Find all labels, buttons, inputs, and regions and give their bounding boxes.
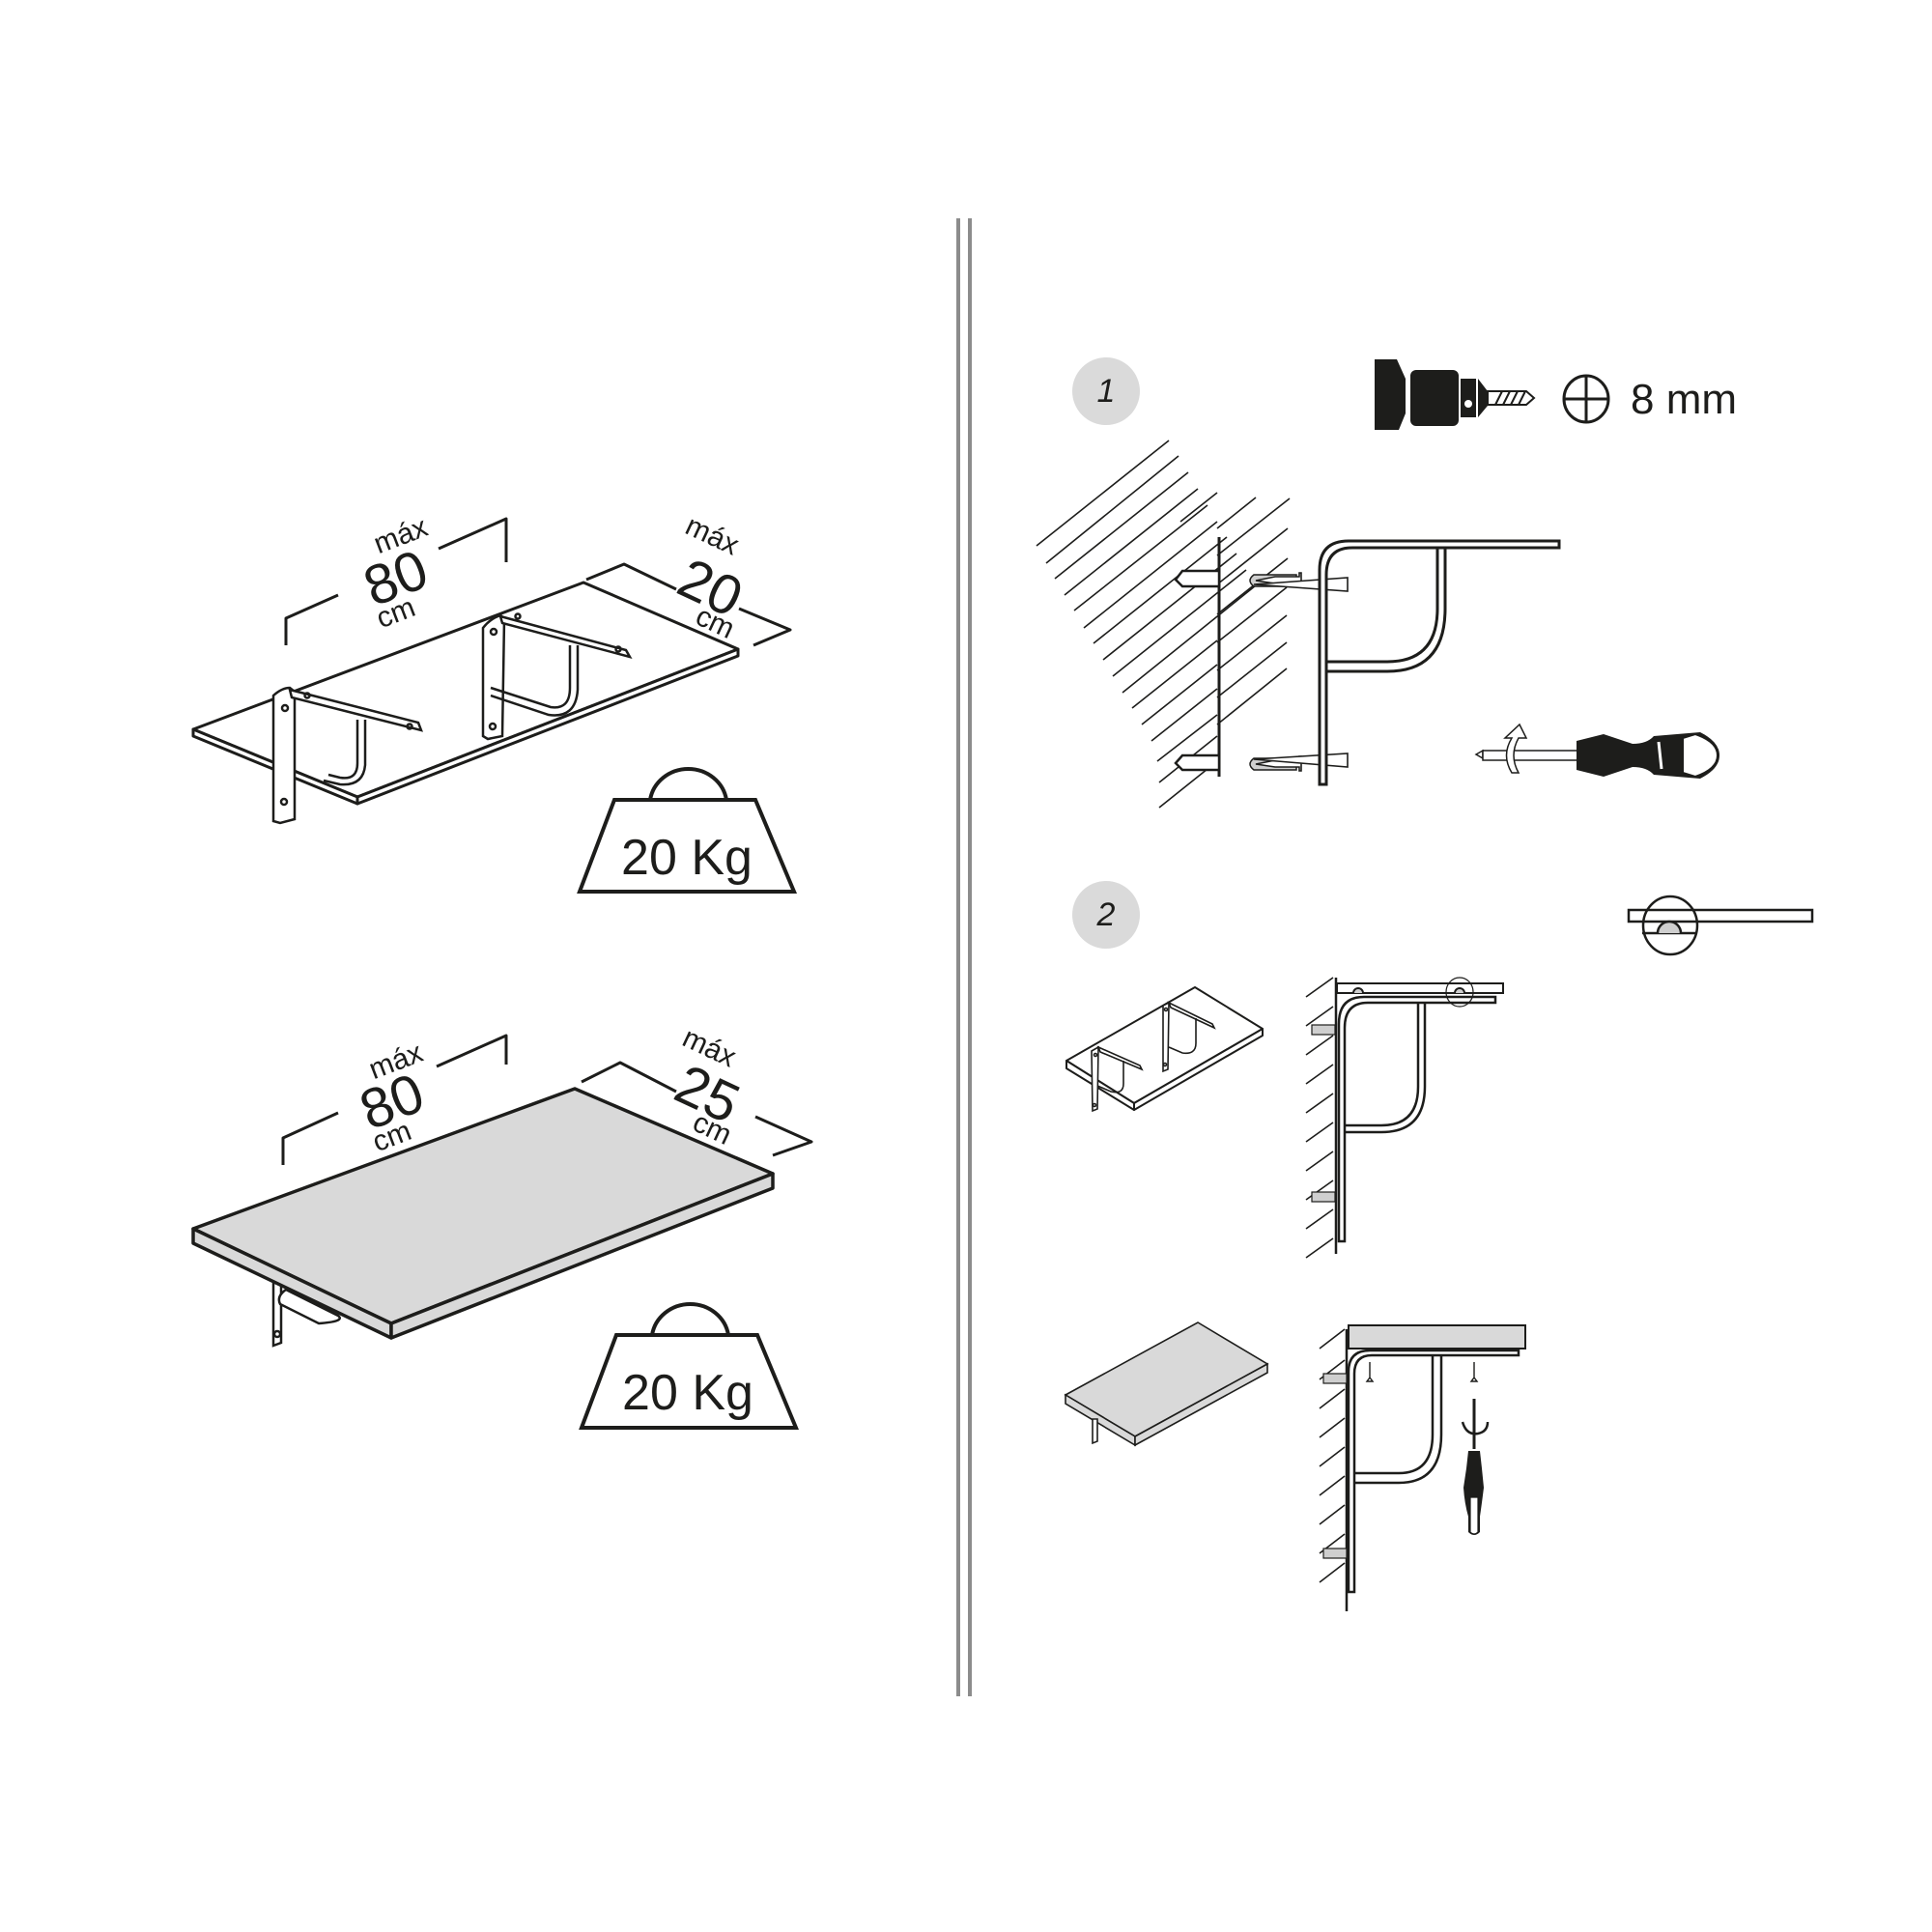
screwdriver-icon <box>1474 723 1719 779</box>
drill-bit-size: 8 mm <box>1631 376 1737 423</box>
load-limit-label: 20 Kg <box>622 1365 753 1421</box>
rotate-arrow-icon <box>1503 723 1528 774</box>
step-number-badge: 1 <box>1072 357 1140 425</box>
step-number-badge: 2 <box>1072 881 1140 949</box>
wood-screw-icon <box>1365 1362 1479 1382</box>
divider-line-right <box>968 218 972 1696</box>
screwdriver-icon <box>1461 1399 1490 1535</box>
load-limit-label: 20 Kg <box>621 830 753 886</box>
wall-hatch <box>1036 440 1291 809</box>
divider-line-left <box>956 218 960 1696</box>
step-number: 1 <box>1096 372 1116 410</box>
rotate-arrow-icon <box>1461 1421 1490 1435</box>
step-number: 2 <box>1096 895 1116 933</box>
